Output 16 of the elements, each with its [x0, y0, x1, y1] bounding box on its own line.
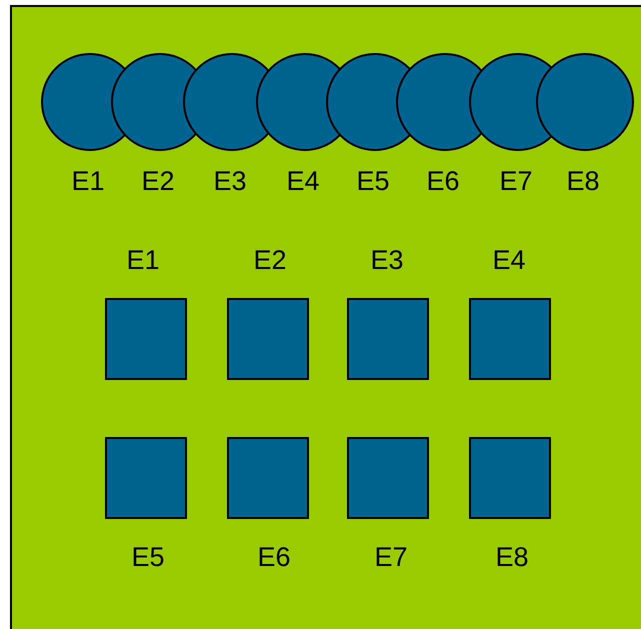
pad-label: E2 [142, 166, 175, 196]
pad-label: E6 [426, 166, 460, 196]
pad-label: E2 [254, 245, 287, 275]
pad-label: E1 [126, 245, 160, 275]
pad-label: E8 [566, 166, 600, 196]
pad-label: E5 [132, 542, 165, 572]
pad-label: E7 [374, 542, 408, 572]
pad-label: E3 [370, 245, 404, 275]
pad-label: E4 [492, 245, 526, 275]
pad-label: E1 [72, 166, 105, 196]
pad-label: E5 [356, 166, 390, 196]
pad-label: E3 [214, 166, 247, 196]
pad-label: E8 [496, 542, 529, 572]
pad-label: E7 [500, 166, 533, 196]
pad-label: E4 [286, 166, 320, 196]
pad-label: E6 [258, 542, 291, 572]
